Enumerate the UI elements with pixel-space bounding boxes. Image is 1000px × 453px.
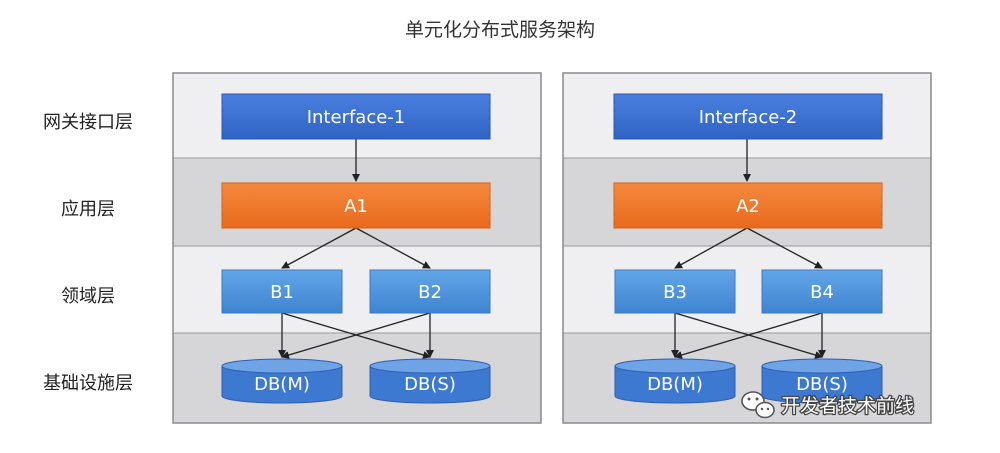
domain-b1-label: B1: [270, 282, 294, 303]
wechat-icon: [741, 391, 775, 419]
layer-label-gateway: 网关接口层: [43, 112, 133, 133]
arrow-b2-to-dbm: [281, 312, 431, 359]
db-slave-1: DB(S): [369, 358, 491, 404]
arrow-a2-to-b4: [746, 227, 823, 269]
db-slave-2-label: DB(S): [796, 374, 848, 395]
db-master-2-label: DB(M): [647, 374, 703, 395]
domain-b2-label: B2: [418, 282, 442, 303]
layer-label-infrastructure: 基础设施层: [43, 373, 133, 394]
layer-label-domain: 领域层: [61, 286, 115, 307]
app-a2-label: A2: [736, 196, 760, 217]
interface-2-box: [613, 93, 883, 140]
unit-1-frame: [172, 72, 542, 424]
domain-b4-label: B4: [810, 282, 834, 303]
interface-1-box: [221, 93, 491, 140]
domain-b1-box: [221, 269, 343, 314]
db-slave-2: DB(S): [761, 358, 883, 404]
unit-2-frame: [562, 72, 932, 424]
interface-2-label: Interface-2: [699, 107, 798, 128]
watermark: 开发者技术前线: [741, 391, 915, 419]
watermark-text: 开发者技术前线: [781, 395, 914, 417]
layer-label-application: 应用层: [61, 199, 115, 220]
app-a1-label: A1: [344, 196, 368, 217]
unit-1: Interface-1 A1 B1 B2 DB(M) DB(S): [172, 72, 542, 424]
db-slave-1-label: DB(S): [404, 374, 456, 395]
domain-b3-label: B3: [663, 282, 687, 303]
domain-b2-box: [369, 269, 491, 314]
diagram-title: 单元化分布式服务架构: [405, 19, 595, 41]
arrow-a1-to-b1: [281, 227, 357, 269]
interface-1-label: Interface-1: [307, 107, 406, 128]
arrow-a2-to-b3: [674, 227, 748, 269]
unit-2: Interface-2 A2 B3 B4 DB(M) DB(S): [562, 72, 932, 424]
domain-b3-box: [614, 269, 736, 314]
domain-b4-box: [761, 269, 883, 314]
arrow-a1-to-b2: [355, 227, 431, 269]
db-master-1-label: DB(M): [254, 374, 310, 395]
arrow-b4-to-dbm: [674, 312, 823, 359]
db-master-2: DB(M): [614, 358, 736, 404]
app-a2-box: [613, 182, 883, 229]
db-master-1: DB(M): [221, 358, 343, 404]
app-a1-box: [221, 182, 491, 229]
